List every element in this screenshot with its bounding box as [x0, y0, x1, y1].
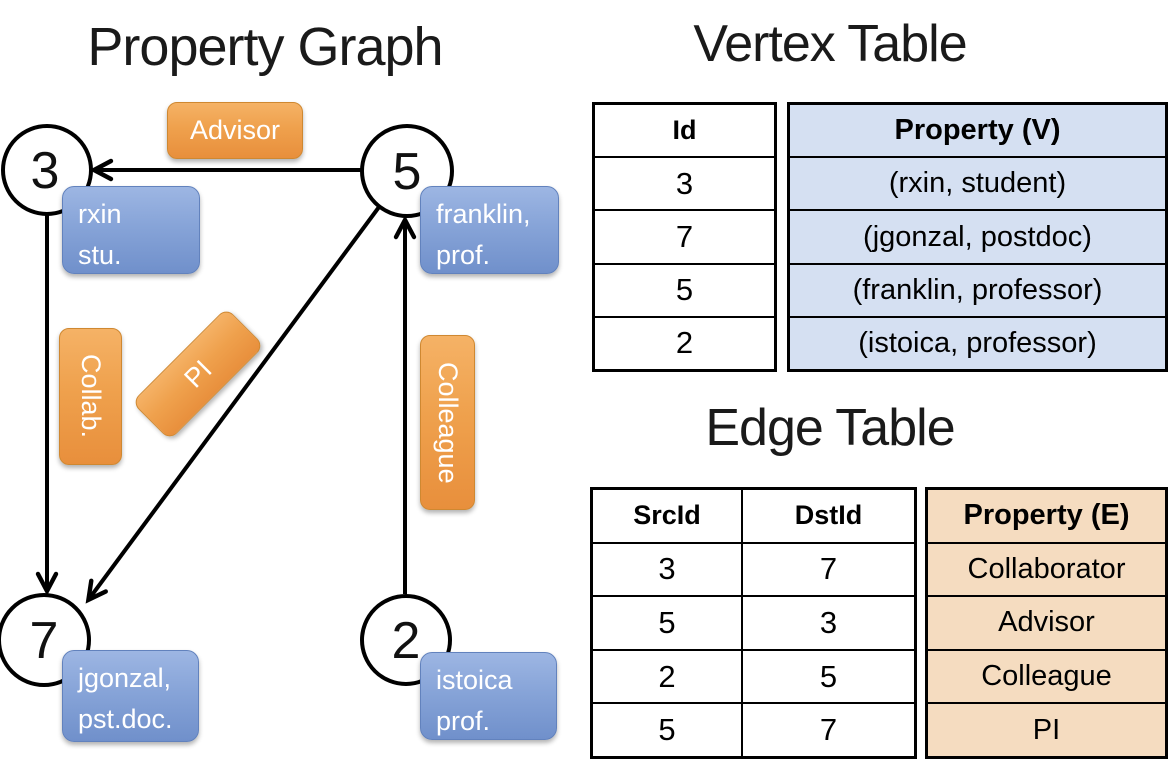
node-label-2: 2 — [391, 612, 421, 670]
vertex-prop-box-istoica: istoica prof. — [420, 652, 557, 740]
table-row: (istoica, professor) — [790, 315, 1165, 370]
vertex-prop-jgonzal-line2: pst.doc. — [78, 703, 173, 734]
vertex-prop-jgonzal-line1: jgonzal, — [78, 663, 172, 693]
vertex-table-id-column: Id 3 7 5 2 — [592, 102, 777, 372]
edge-label-colleague: Colleague — [420, 335, 475, 510]
srcid-cell: 5 — [658, 712, 676, 748]
vertex-prop-box-jgonzal: jgonzal, pst.doc. — [62, 650, 199, 742]
vertex-prop-istoica-line2: prof. — [436, 705, 491, 736]
vertex-prop-box-rxin: rxin stu. — [62, 186, 200, 274]
edge-table-src-dst-columns: SrcId DstId 3 7 5 3 2 5 5 7 — [590, 487, 917, 759]
vertex-table-property-column: Property (V) (rxin, student) (jgonzal, p… — [787, 102, 1168, 372]
vertex-prop-istoica-line1: istoica — [436, 665, 513, 695]
edge-table-property-header: Property (E) — [928, 490, 1165, 542]
node-label-3: 3 — [30, 142, 60, 200]
srcid-cell: 5 — [658, 604, 676, 640]
dstid-cell: 7 — [741, 543, 914, 596]
edge-table-header-row: SrcId DstId — [593, 490, 914, 542]
table-row: 5 — [595, 262, 774, 316]
srcid-cell: 3 — [658, 551, 676, 587]
vertex-prop-franklin-line1: franklin, — [436, 199, 531, 229]
dstid-cell: 5 — [741, 650, 914, 703]
edge-label-collab: Collab. — [59, 328, 122, 465]
edge-table-dstid-header: DstId — [741, 490, 914, 542]
table-row: 7 — [595, 209, 774, 262]
table-row: 5 3 — [593, 595, 914, 649]
dstid-cell: 7 — [741, 704, 914, 756]
vertex-table-property-header: Property (V) — [790, 105, 1165, 157]
vertex-prop-box-franklin: franklin, prof. — [420, 186, 559, 274]
edge-table-property-column: Property (E) Collaborator Advisor Collea… — [925, 487, 1168, 759]
vertex-table-title: Vertex Table — [693, 15, 967, 73]
property-graph-title: Property Graph — [87, 17, 443, 77]
node-label-7: 7 — [29, 612, 59, 670]
vertex-prop-rxin-line1: rxin — [78, 199, 122, 229]
table-row: Advisor — [928, 595, 1165, 649]
table-row: Collaborator — [928, 541, 1165, 596]
vertex-prop-franklin-line2: prof. — [436, 239, 491, 270]
table-row: 2 5 — [593, 648, 914, 703]
table-row: (jgonzal, postdoc) — [790, 209, 1165, 263]
node-label-5: 5 — [392, 143, 422, 201]
vertex-table-id-header: Id — [672, 115, 697, 146]
table-row: Colleague — [928, 648, 1165, 703]
table-row: (franklin, professor) — [790, 262, 1165, 316]
srcid-cell: 2 — [658, 658, 676, 694]
table-row: 3 7 — [593, 541, 914, 596]
vertex-prop-rxin-line2: stu. — [78, 239, 122, 270]
edge-pi-5-to-7 — [85, 205, 381, 604]
table-row: 3 — [595, 156, 774, 209]
edge-label-advisor: Advisor — [167, 102, 303, 159]
dstid-cell: 3 — [741, 597, 914, 649]
edge-table-srcid-header: SrcId — [633, 500, 701, 531]
table-row: 2 — [595, 315, 774, 369]
table-row: PI — [928, 702, 1165, 756]
table-row: (rxin, student) — [790, 156, 1165, 210]
edge-table-title: Edge Table — [705, 399, 955, 457]
table-row: 5 7 — [593, 702, 914, 756]
